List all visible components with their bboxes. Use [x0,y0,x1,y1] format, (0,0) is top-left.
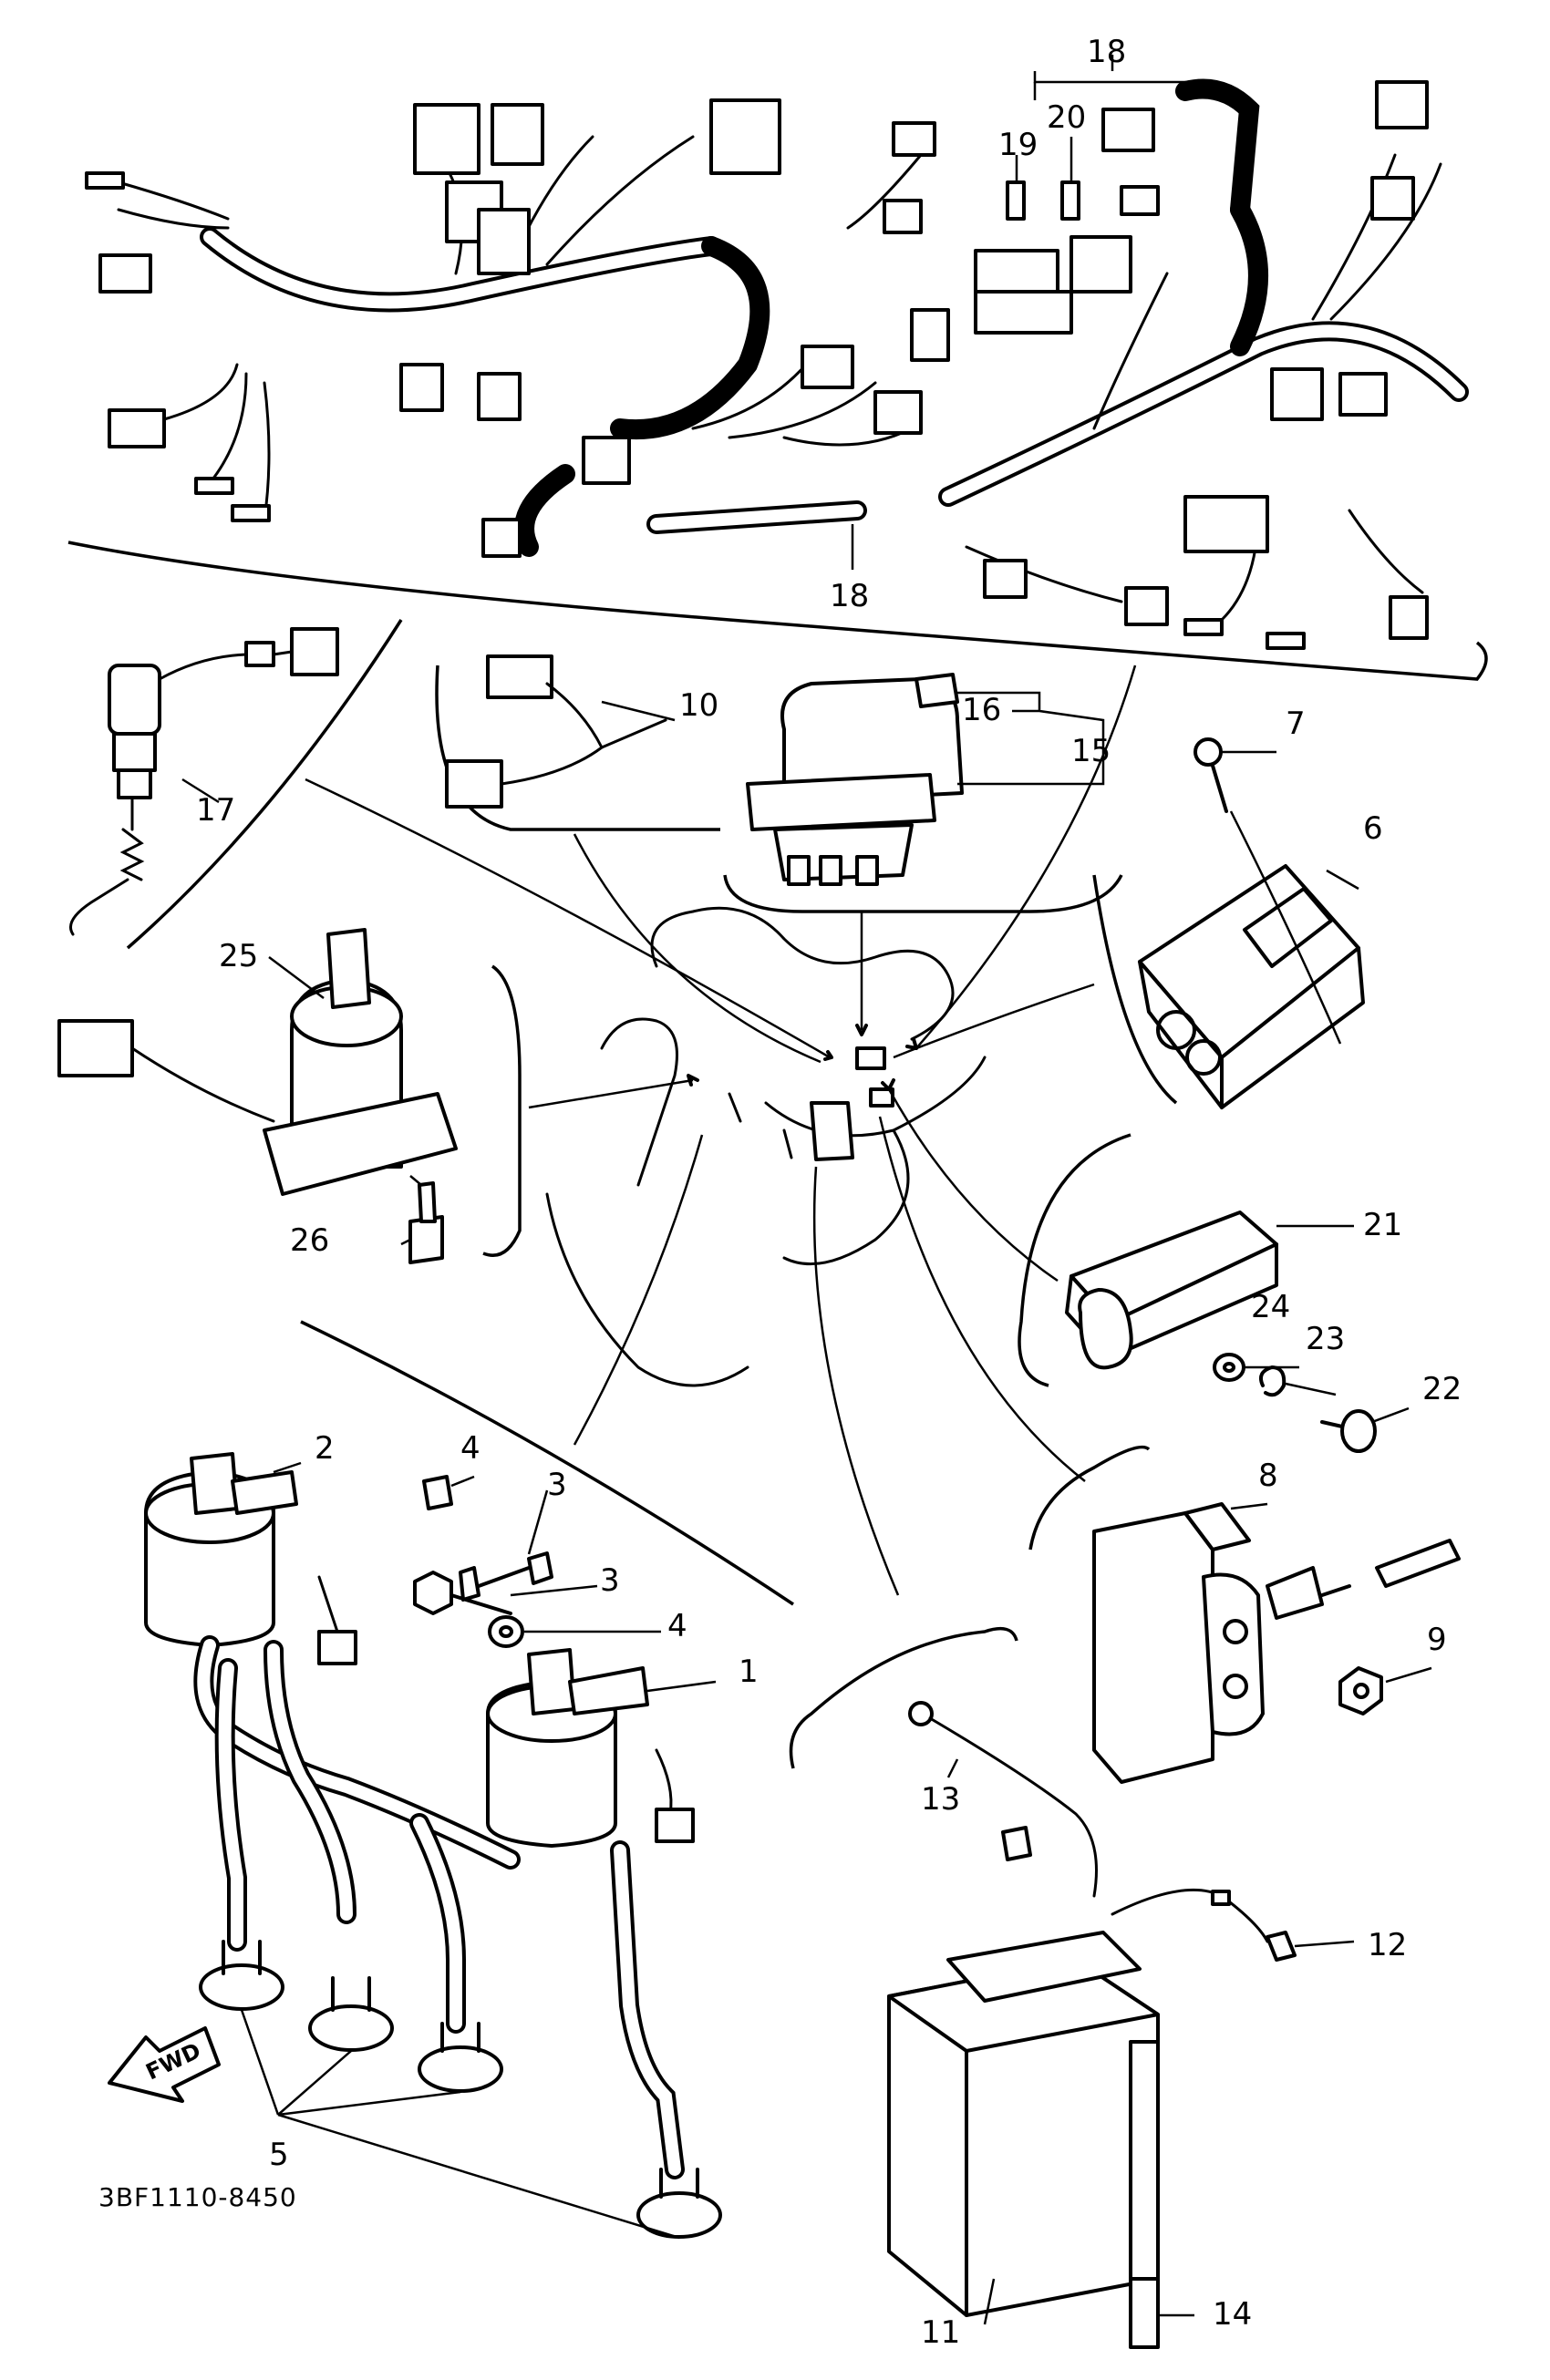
callout-12: 12 [1368,1927,1407,1963]
callout-6: 6 [1363,810,1383,847]
battery-lead-13 [908,1701,1098,1898]
callout-22: 22 [1422,1371,1462,1407]
callout-7: 7 [1286,706,1306,742]
callout-26: 26 [290,1222,329,1259]
callout-labels: 18 19 20 18 17 10 16 15 7 6 25 26 21 24 … [98,34,1462,2351]
battery-11 [789,1626,1160,2317]
callout-18-bottom: 18 [830,578,869,614]
callout-4-lower: 4 [667,1608,687,1644]
callout-3-lower: 3 [600,1562,620,1599]
washer-24 [1213,1353,1245,1382]
washer-23 [1259,1365,1286,1397]
callout-17: 17 [196,792,235,829]
callout-19: 19 [998,127,1038,163]
callout-24: 24 [1251,1289,1290,1325]
fuse-16 [914,673,959,708]
battery-band-12 [1111,1888,1297,1962]
screw-7 [1194,737,1342,1045]
callout-14: 14 [1213,2296,1252,2333]
washer-4-lower [488,1615,524,1648]
callout-16: 16 [962,692,1001,728]
vent-hose-14 [1129,2277,1160,2349]
callout-11: 11 [921,2314,960,2351]
starter-relay-8 [1028,1445,1461,1784]
ignition-coil-1 [486,1648,695,1848]
callout-25: 25 [219,938,258,974]
main-switch-25 [57,928,522,1264]
callout-4-upper: 4 [460,1430,480,1467]
rectifier-21 [1018,1133,1278,1387]
callout-9: 9 [1427,1622,1447,1658]
bolt-22 [1320,1409,1377,1453]
nut-9 [1338,1666,1383,1715]
callout-15: 15 [1071,733,1111,769]
callout-3-upper: 3 [547,1467,567,1503]
callout-8: 8 [1258,1458,1278,1494]
callout-21: 21 [1363,1207,1402,1243]
assembly-arrows [305,665,1137,1596]
callout-leaders [181,55,1432,2325]
callout-23: 23 [1306,1321,1345,1357]
lead-wire-10 [435,654,720,831]
callout-13: 13 [921,1781,960,1818]
neutral-switch-17 [69,619,403,950]
ignition-coil-2 [144,1320,794,1665]
wire-harness [67,78,1488,681]
callout-20: 20 [1047,99,1086,136]
callout-2: 2 [315,1430,335,1467]
relay-15 [723,677,1123,913]
callout-5: 5 [269,2137,289,2173]
callout-1: 1 [739,1654,759,1690]
bolt-3-lower [413,1571,512,1615]
cdi-unit-6 [1092,864,1365,1109]
spark-plug-caps-5 [193,1635,722,2239]
callout-18-top: 18 [1087,34,1126,70]
forward-arrow: FWD [108,2026,221,2103]
motorcycle-frame-outline [545,906,987,1387]
callout-10: 10 [679,687,718,724]
diagram-code: 3BF1110-8450 [98,2182,297,2212]
washer-4-upper [422,1475,453,1510]
